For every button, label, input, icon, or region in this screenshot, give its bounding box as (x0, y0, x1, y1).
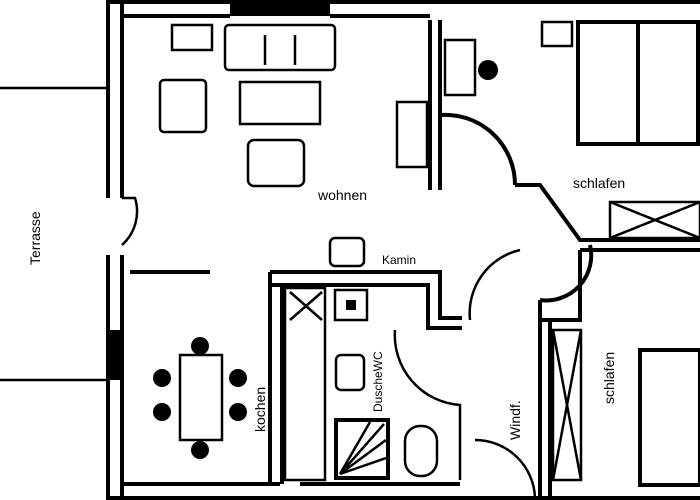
bed-1 (540, 20, 700, 240)
terrace-lines (0, 86, 108, 382)
fireplace (328, 236, 366, 268)
label-vestibule: Windf. (507, 400, 523, 440)
label-bathroom: DuscheWC (371, 351, 385, 412)
terrace-door[interactable] (121, 196, 139, 246)
label-fireplace: Kamin (382, 253, 416, 267)
label-living: wohnen (317, 187, 367, 203)
label-kitchen: kochen (252, 387, 268, 432)
window (108, 330, 122, 380)
bed-2 (551, 328, 700, 487)
bathroom-fixtures (334, 353, 439, 480)
label-bedroom-2: schlafen (601, 352, 617, 404)
label-bedroom-1: schlafen (573, 175, 625, 191)
living-furniture (158, 23, 498, 268)
inner-walls (130, 20, 700, 499)
label-terrace: Terrasse (27, 211, 43, 265)
kitchen-furniture (153, 286, 369, 482)
